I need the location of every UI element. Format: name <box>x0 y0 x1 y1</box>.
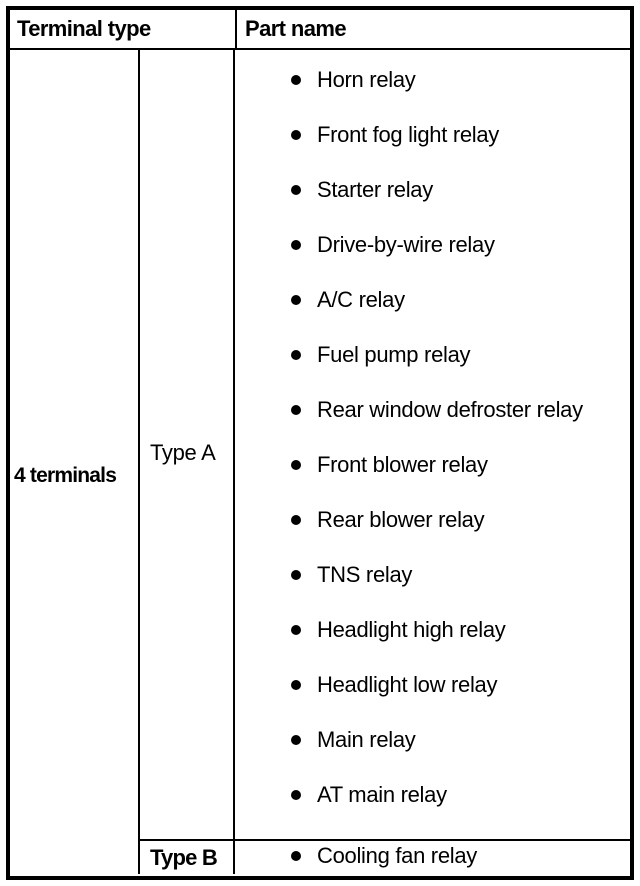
bullet-icon <box>291 851 301 861</box>
part-name-text: Headlight low relay <box>317 672 498 697</box>
list-item: Starter relay <box>235 176 630 204</box>
column-header-part-name: Part name <box>235 10 630 48</box>
part-list-cell-a: Horn relay Front fog light relay Starter… <box>235 50 630 839</box>
table-header-row: Terminal type Part name <box>10 10 630 50</box>
bullet-icon <box>291 350 301 360</box>
bullet-icon <box>291 680 301 690</box>
bullet-icon <box>291 735 301 745</box>
list-item: A/C relay <box>235 286 630 314</box>
list-item: Drive-by-wire relay <box>235 231 630 259</box>
column-header-terminal-type: Terminal type <box>17 16 151 41</box>
list-item: TNS relay <box>235 561 630 589</box>
part-name-text: AT main relay <box>317 782 447 807</box>
bullet-icon <box>291 405 301 415</box>
part-name-text: Main relay <box>317 727 416 752</box>
bullet-icon <box>291 515 301 525</box>
list-item: Headlight high relay <box>235 616 630 644</box>
part-name-text: A/C relay <box>317 287 405 312</box>
list-item: Front fog light relay <box>235 121 630 149</box>
table-body: 4 terminals Type A Type B Horn relay Fro… <box>10 50 630 874</box>
list-item: Fuel pump relay <box>235 341 630 369</box>
part-name-text: Drive-by-wire relay <box>317 232 495 257</box>
list-item: AT main relay <box>235 781 630 809</box>
list-item: Main relay <box>235 726 630 754</box>
part-list-b: Cooling fan relay <box>235 842 630 870</box>
bullet-icon <box>291 185 301 195</box>
bullet-icon <box>291 75 301 85</box>
part-list-cell-b: Cooling fan relay <box>235 839 630 874</box>
type-label-a: Type A <box>150 440 216 465</box>
bullet-icon <box>291 130 301 140</box>
list-item: Rear window defroster relay <box>235 396 630 424</box>
part-name-text: Fuel pump relay <box>317 342 471 367</box>
list-item: Cooling fan relay <box>235 842 630 870</box>
part-name-text: Rear window defroster relay <box>317 397 583 422</box>
part-name-text: Starter relay <box>317 177 433 202</box>
type-cell-a: Type A <box>140 50 233 839</box>
bullet-icon <box>291 240 301 250</box>
part-list-a: Horn relay Front fog light relay Starter… <box>235 66 630 809</box>
terminal-type-cell: 4 terminals <box>10 50 140 874</box>
type-column: Type A Type B <box>140 50 235 874</box>
bullet-icon <box>291 625 301 635</box>
bullet-icon <box>291 460 301 470</box>
list-item: Rear blower relay <box>235 506 630 534</box>
part-name-text: Front blower relay <box>317 452 488 477</box>
type-cell-b: Type B <box>140 839 233 874</box>
type-label-b: Type B <box>150 845 218 870</box>
part-name-text: Cooling fan relay <box>317 843 477 868</box>
part-name-text: TNS relay <box>317 562 413 587</box>
bullet-icon <box>291 570 301 580</box>
bullet-icon <box>291 790 301 800</box>
part-name-text: Rear blower relay <box>317 507 485 532</box>
terminal-type-label: 4 terminals <box>14 464 117 487</box>
terminal-part-table: Terminal type Part name 4 terminals Type… <box>6 6 634 880</box>
part-name-text: Horn relay <box>317 67 416 92</box>
bullet-icon <box>291 295 301 305</box>
part-name-text: Headlight high relay <box>317 617 506 642</box>
list-item: Horn relay <box>235 66 630 94</box>
part-name-text: Front fog light relay <box>317 122 500 147</box>
list-item: Front blower relay <box>235 451 630 479</box>
part-name-column: Horn relay Front fog light relay Starter… <box>235 50 630 874</box>
list-item: Headlight low relay <box>235 671 630 699</box>
